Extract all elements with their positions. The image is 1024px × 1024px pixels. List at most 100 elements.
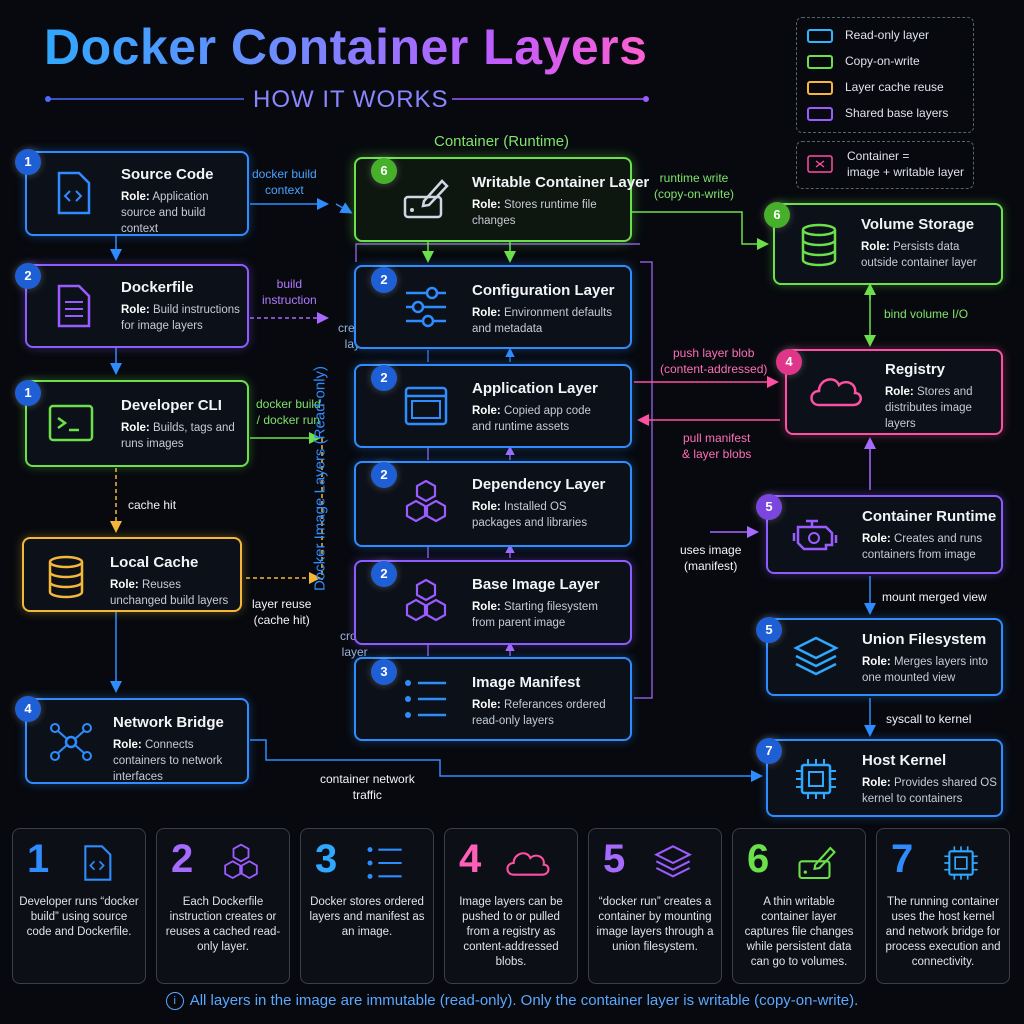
- card-image-manifest[interactable]: Image Manifest Role: Referances ordered …: [354, 657, 632, 741]
- badge: 2: [371, 267, 397, 293]
- container-runtime-title: Container (Runtime): [434, 133, 570, 150]
- card-role: Stores and distributes image layers: [885, 386, 973, 430]
- engine-icon: [792, 519, 838, 551]
- badge: 2: [15, 263, 41, 289]
- badge: 2: [371, 462, 397, 488]
- role-prefix: Role:: [110, 579, 139, 591]
- legend-item-cache-reuse: Layer cache reuse: [807, 80, 944, 95]
- role-prefix: Role:: [862, 777, 891, 789]
- role-prefix: Role:: [862, 656, 891, 668]
- step-card-5: 5 “docker run” creates a container by mo…: [588, 828, 722, 984]
- card-local-cache[interactable]: Local Cache Role: Reuses unchanged build…: [22, 537, 242, 612]
- card-role: Persists data outside container layer: [861, 241, 977, 269]
- card-role: Environment defaults and metadata: [472, 307, 612, 335]
- code-file-icon: [57, 171, 91, 215]
- step-text: Each Dockerfile instruction creates or r…: [165, 896, 281, 953]
- badge: 1: [15, 149, 41, 175]
- role-prefix: Role:: [472, 405, 501, 417]
- badge: 4: [776, 349, 802, 375]
- card-name: Configuration Layer: [472, 282, 615, 299]
- card-source-code[interactable]: Source Code Role: Application source and…: [25, 151, 249, 236]
- role-prefix: Role:: [121, 304, 150, 316]
- card-dockerfile[interactable]: Dockerfile Role: Build instructions for …: [25, 264, 249, 348]
- card-role: Provides shared OS kernel to containers: [862, 777, 997, 805]
- app-window-icon: [404, 386, 448, 426]
- card-role: Build instructions for image layers: [121, 304, 240, 332]
- card-name: Image Manifest: [472, 674, 581, 691]
- badge: 1: [15, 380, 41, 406]
- badge: 6: [764, 202, 790, 228]
- card-base-image-layer[interactable]: Base Image Layer Role: Starting filesyst…: [354, 560, 632, 645]
- role-prefix: Role:: [472, 501, 501, 513]
- card-volume-storage[interactable]: Volume Storage Role: Persists data outsi…: [773, 203, 1003, 285]
- card-role: Connects containers to network interface…: [113, 739, 223, 783]
- card-union-filesystem[interactable]: Union Filesystem Role: Merges layers int…: [766, 618, 1003, 696]
- card-registry[interactable]: Registry Role: Stores and distributes im…: [785, 349, 1003, 435]
- card-container-runtime[interactable]: Container Runtime Role: Creates and runs…: [766, 495, 1003, 574]
- database-icon: [801, 223, 837, 267]
- card-name: Writable Container Layer: [472, 174, 650, 191]
- badge: 5: [756, 494, 782, 520]
- card-name: Dependency Layer: [472, 476, 606, 493]
- card-name: Container Runtime: [862, 508, 997, 525]
- legend-item-read-only: Read-only layer: [807, 28, 929, 43]
- card-configuration-layer[interactable]: Configuration Layer Role: Environment de…: [354, 265, 632, 349]
- edge-label-docker-build-context: docker build context: [252, 167, 317, 197]
- step-card-2: 2 Each Dockerfile instruction creates or…: [156, 828, 290, 984]
- role-prefix: Role:: [861, 241, 890, 253]
- card-developer-cli[interactable]: Developer CLI Role: Builds, tags and run…: [25, 380, 249, 467]
- card-name: Developer CLI: [121, 397, 222, 414]
- step-text: The running container uses the host kern…: [885, 896, 1001, 968]
- card-name: Union Filesystem: [862, 631, 987, 648]
- card-role: Stores runtime file changes: [472, 199, 597, 227]
- edge-label-docker-build-run: docker build / docker run: [256, 397, 321, 427]
- role-prefix: Role:: [472, 307, 501, 319]
- step-number: 7: [891, 837, 914, 881]
- sliders-icon: [406, 286, 446, 328]
- list-icon: [405, 680, 446, 718]
- card-role: Installed OS packages and libraries: [472, 501, 588, 529]
- card-dependency-layer[interactable]: Dependency Layer Role: Installed OS pack…: [354, 461, 632, 547]
- container-note-text: Container = image + writable layer: [847, 149, 965, 179]
- pencil-drive-icon: [798, 846, 836, 880]
- card-role: Starting filesystem from parent image: [472, 601, 598, 629]
- role-prefix: Role:: [472, 199, 501, 211]
- role-prefix: Role:: [472, 699, 501, 711]
- edge-label-bind-volume: bind volume I/O: [884, 307, 969, 321]
- step-number: 5: [603, 837, 626, 881]
- step-card-4: 4 Image layers can be pushed to or pulle…: [444, 828, 578, 984]
- edge-label-uses-image: uses image (manifest): [680, 543, 742, 573]
- step-card-7: 7 The running container uses the host ke…: [876, 828, 1010, 984]
- card-network-bridge[interactable]: Network Bridge Role: Connects containers…: [25, 698, 249, 784]
- role-prefix: Role:: [885, 386, 914, 398]
- legend-container-note: Container = image + writable layer: [796, 141, 974, 189]
- card-application-layer[interactable]: Application Layer Role: Copied app code …: [354, 364, 632, 448]
- page-subtitle: HOW IT WORKS: [253, 86, 449, 113]
- card-role: Merges layers into one mounted view: [862, 656, 988, 684]
- edge-label-cache-hit: cache hit: [128, 498, 177, 512]
- document-icon: [57, 284, 91, 328]
- packages-icon: [224, 843, 258, 880]
- edge-label-layer-reuse: layer reuse (cache hit): [252, 597, 312, 627]
- step-text: Developer runs “docker build” using sour…: [19, 896, 139, 938]
- card-writable-container-layer[interactable]: Writable Container Layer Role: Stores ru…: [354, 157, 649, 242]
- card-host-kernel[interactable]: Host Kernel Role: Provides shared OS ker…: [766, 739, 1003, 817]
- role-prefix: Role:: [113, 739, 142, 751]
- step-card-1: 1 Developer runs “docker build” using so…: [12, 828, 146, 984]
- step-number: 3: [315, 837, 338, 881]
- subtitle-rule: [45, 96, 649, 102]
- step-number: 1: [27, 837, 50, 881]
- layers-icon: [654, 845, 692, 878]
- card-role: Copied app code and runtime assets: [472, 405, 591, 433]
- step-number: 6: [747, 837, 770, 881]
- packages-icon: [405, 479, 447, 523]
- step-text: “docker run” creates a container by moun…: [596, 896, 714, 953]
- role-prefix: Role:: [862, 533, 891, 545]
- cloud-icon: [506, 852, 550, 876]
- card-role: Creates and runs containers from image: [862, 533, 983, 561]
- badge: 3: [371, 659, 397, 685]
- role-prefix: Role:: [121, 191, 150, 203]
- card-name: Host Kernel: [862, 752, 947, 769]
- step-number: 4: [459, 837, 482, 881]
